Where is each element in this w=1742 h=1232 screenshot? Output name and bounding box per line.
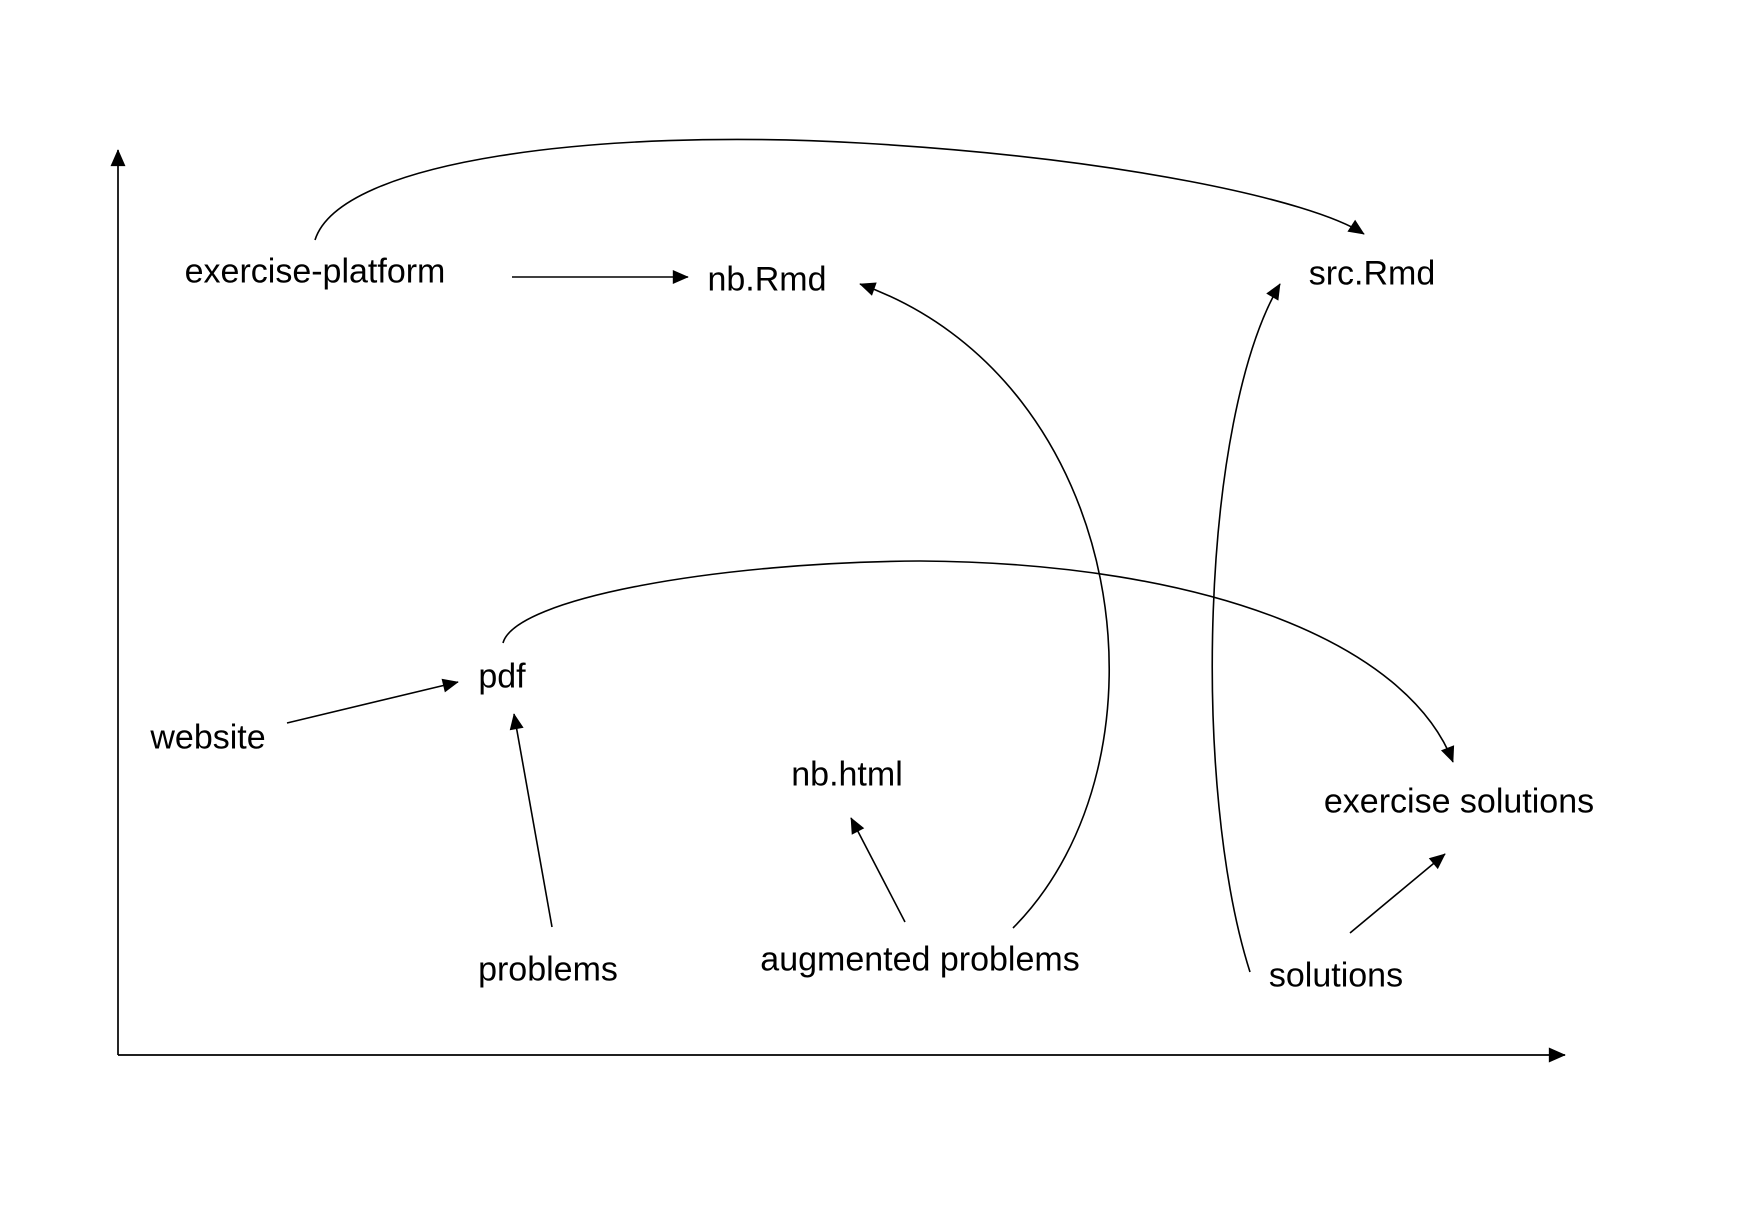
- node-label-nb-rmd: nb.Rmd: [707, 260, 827, 299]
- node-label-pdf: pdf: [478, 657, 526, 696]
- edge-pdf-to-exercise-solutions: [502, 560, 1455, 763]
- node-label-solutions: solutions: [1268, 956, 1404, 995]
- node-label-augmented-problems: augmented problems: [760, 940, 1080, 979]
- edge-augmented-problems-to-nb-html: [850, 817, 906, 923]
- node-label-src-rmd: src.Rmd: [1308, 254, 1436, 293]
- node-label-problems: problems: [478, 950, 618, 989]
- node-label-website: website: [150, 718, 266, 757]
- node-label-nb-html: nb.html: [791, 755, 903, 794]
- edge-exercise-platform-to-src-rmd: [314, 138, 1365, 241]
- edge-solutions-to-src-rmd: [1211, 283, 1281, 973]
- edge-solutions-to-exercise-solutions: [1349, 853, 1446, 934]
- edge-augmented-problems-to-nb-rmd: [859, 282, 1111, 929]
- node-label-exercise-platform: exercise-platform: [184, 252, 446, 291]
- node-label-exercise-solutions: exercise solutions: [1323, 782, 1595, 821]
- edge-problems-to-pdf: [509, 713, 553, 928]
- edge-website-to-pdf: [286, 678, 459, 724]
